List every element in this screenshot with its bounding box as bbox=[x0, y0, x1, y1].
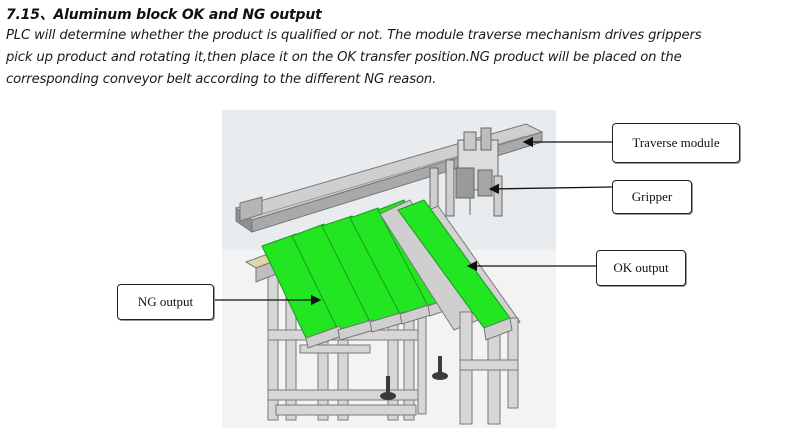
paragraph-line: corresponding conveyor belt according to… bbox=[6, 72, 437, 87]
ng-conveyor-frame bbox=[267, 269, 427, 421]
gripper-assembly bbox=[429, 127, 503, 217]
ng-output-label: NG output bbox=[117, 284, 214, 320]
gripper-leader-line bbox=[488, 183, 613, 195]
gripper-label: Gripper bbox=[612, 180, 692, 214]
ok-output-label: OK output bbox=[596, 250, 686, 286]
paragraph-line: pick up product and rotating it,then pla… bbox=[6, 50, 682, 65]
ng-frame-feet bbox=[380, 356, 448, 400]
section-paragraph: PLC will determine whether the product i… bbox=[6, 25, 798, 91]
traverse-module-label: Traverse module bbox=[612, 123, 740, 163]
ok-belt-end bbox=[483, 317, 513, 341]
section-heading: 7.15、Aluminum block OK and NG output bbox=[6, 7, 322, 23]
paragraph-line: PLC will determine whether the product i… bbox=[6, 28, 702, 43]
